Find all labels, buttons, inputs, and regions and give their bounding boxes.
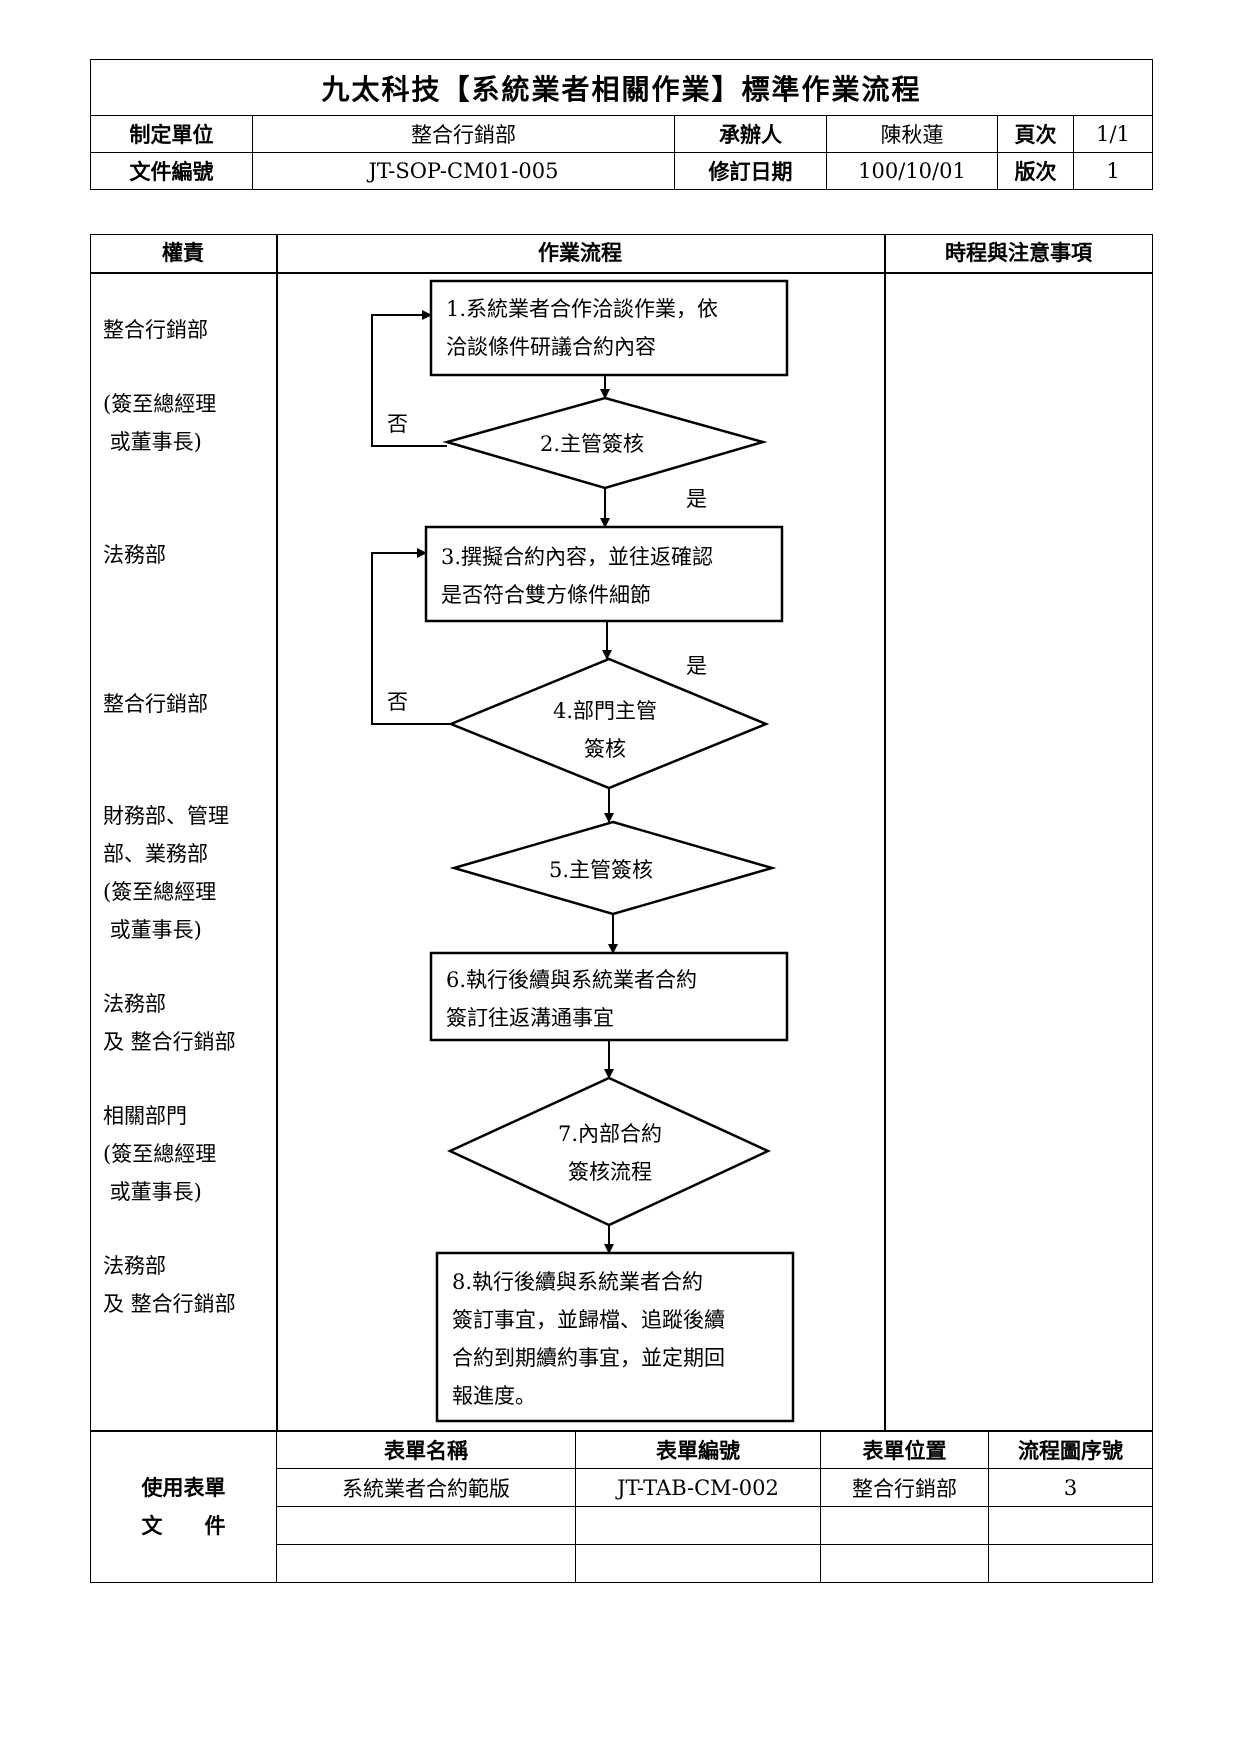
forms-section-label: 使用表單 文 件 (90, 1430, 277, 1583)
form-cell: 3 (988, 1468, 1153, 1507)
responsibility-4: 整合行銷部 (103, 692, 208, 716)
column-divider-2 (884, 234, 886, 1430)
version-label: 版次 (997, 152, 1074, 190)
document-title: 九太科技【系統業者相關作業】標準作業流程 (90, 59, 1153, 116)
step-6-line-2: 簽訂往返溝通事宜 (446, 1006, 614, 1030)
step-8-line-1: 8.執行後續與系統業者合約 (452, 1270, 704, 1294)
revision-date-value: 100/10/01 (826, 152, 998, 190)
header-table: 九太科技【系統業者相關作業】標準作業流程 制定單位 整合行銷部 承辦人 陳秋蓮 … (90, 59, 1153, 190)
forms-table: 使用表單 文 件 表單名稱 表單編號 表單位置 流程圖序號 系統業者合約範版 J… (90, 1430, 1153, 1583)
form-cell (820, 1544, 989, 1583)
no-label-2: 否 (387, 690, 408, 714)
step-3-text: 3.撰擬合約內容，並往返確認 是否符合雙方條件細節 (441, 538, 713, 614)
responsibility-3: 法務部 (103, 543, 166, 567)
responsibility-6: 法務部 及 整合行銷部 (103, 992, 236, 1054)
form-cell: JT-TAB-CM-002 (575, 1468, 821, 1507)
step-1-line-1: 1.系統業者合作洽談作業，依 (446, 297, 719, 321)
no-label-1: 否 (387, 412, 408, 436)
forms-header-location: 表單位置 (820, 1430, 989, 1469)
column-head-responsibility: 權責 (162, 240, 204, 265)
page-label: 頁次 (997, 115, 1074, 153)
step-7-text: 7.內部合約 簽核流程 (545, 1115, 675, 1191)
forms-header-name: 表單名稱 (276, 1430, 576, 1469)
step-6-text: 6.執行後續與系統業者合約 簽訂往返溝通事宜 (446, 961, 697, 1037)
doc-no-label: 文件編號 (90, 152, 253, 190)
form-cell (276, 1506, 576, 1545)
step-4-line-2: 簽核 (584, 737, 626, 761)
form-cell (988, 1506, 1153, 1545)
loop-2-to-1 (371, 310, 447, 447)
form-cell (575, 1506, 821, 1545)
responsibility-2: (簽至總經理 或董事長) (103, 392, 217, 454)
yes-label-1: 是 (686, 487, 707, 511)
forms-header-seq: 流程圖序號 (988, 1430, 1153, 1469)
step-8-line-2: 簽訂事宜，並歸檔、追蹤後續 (452, 1308, 725, 1332)
step-7-line-2: 簽核流程 (568, 1160, 652, 1184)
column-divider-1 (276, 234, 278, 1430)
table-row (91, 1506, 1153, 1545)
form-cell (820, 1506, 989, 1545)
step-8-line-3: 合約到期續約事宜，並定期回 (452, 1346, 725, 1370)
step-6-line-1: 6.執行後續與系統業者合約 (446, 968, 698, 992)
step-4-text: 4.部門主管 簽核 (545, 692, 665, 768)
step-3-line-1: 3.撰擬合約內容，並往返確認 (441, 545, 714, 569)
column-head-schedule: 時程與注意事項 (945, 240, 1092, 265)
step-1-line-2: 洽談條件研議合約內容 (446, 335, 656, 359)
revision-date-label: 修訂日期 (674, 152, 827, 190)
step-2-text: 2.主管簽核 (540, 432, 645, 456)
column-header-divider (90, 272, 1153, 274)
form-cell (988, 1544, 1153, 1583)
doc-no-value: JT-SOP-CM01-005 (252, 152, 675, 190)
table-row: 系統業者合約範版 JT-TAB-CM-002 整合行銷部 3 (91, 1468, 1153, 1507)
step-1-text: 1.系統業者合作洽談作業，依 洽談條件研議合約內容 (446, 290, 718, 366)
table-row (91, 1544, 1153, 1583)
form-cell (276, 1544, 576, 1583)
form-cell: 系統業者合約範版 (276, 1468, 576, 1507)
step-4-line-1: 4.部門主管 (552, 699, 658, 723)
form-cell: 整合行銷部 (820, 1468, 989, 1507)
step-8-box (435, 1251, 795, 1423)
step-8-text: 8.執行後續與系統業者合約 簽訂事宜，並歸檔、追蹤後續 合約到期續約事宜，並定期… (452, 1263, 725, 1415)
step-3-line-2: 是否符合雙方條件細節 (441, 583, 651, 607)
responsibility-5: 財務部、管理 部、業務部 (簽至總經理 或董事長) (103, 804, 229, 942)
step-8-line-4: 報進度。 (452, 1384, 536, 1408)
loop-4-to-3 (371, 548, 451, 725)
unit-label: 制定單位 (90, 115, 253, 153)
column-head-process: 作業流程 (538, 240, 622, 265)
form-cell (575, 1544, 821, 1583)
responsibility-7: 相關部門 (簽至總經理 或董事長) (103, 1104, 217, 1204)
version-value: 1 (1073, 152, 1153, 190)
step-7-line-1: 7.內部合約 (557, 1122, 663, 1146)
responsibility-1: 整合行銷部 (103, 318, 208, 342)
step-1-box (429, 279, 789, 377)
step-5-text: 5.主管簽核 (549, 858, 654, 882)
forms-header-number: 表單編號 (575, 1430, 821, 1469)
forms-label-line-1: 使用表單 (141, 1474, 226, 1500)
unit-value: 整合行銷部 (252, 115, 675, 153)
forms-label-line-2: 文 件 (141, 1512, 226, 1538)
yes-label-2: 是 (686, 654, 707, 678)
responsibility-8: 法務部 及 整合行銷部 (103, 1254, 236, 1316)
